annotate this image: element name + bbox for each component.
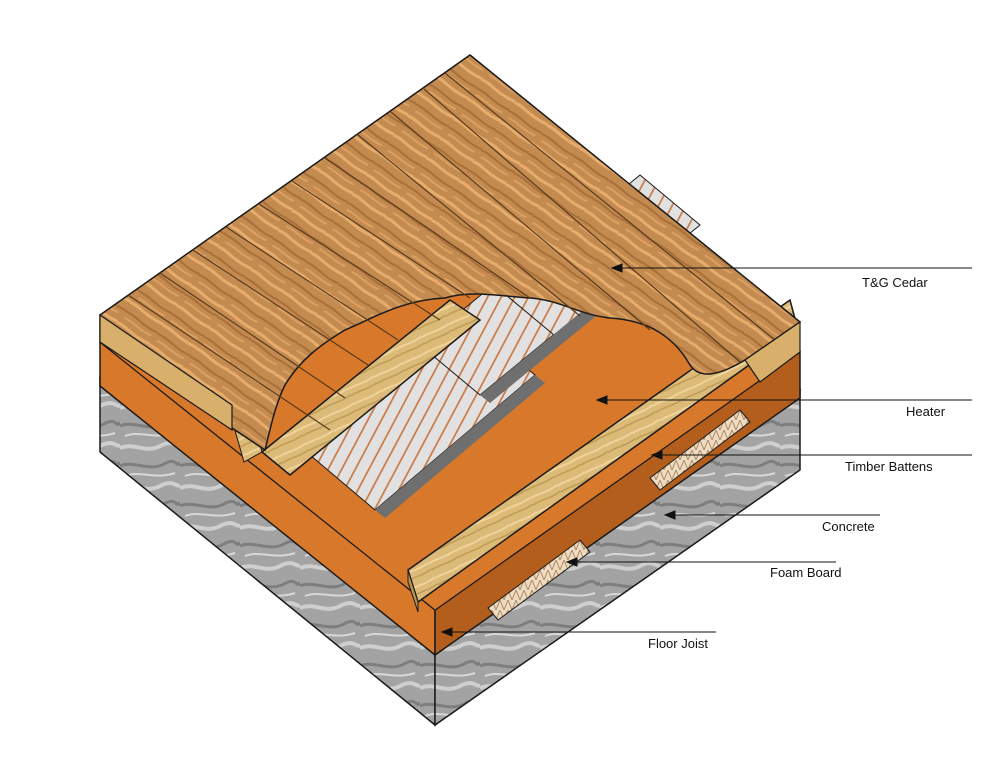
label-foam-board: Foam Board (770, 565, 842, 580)
label-floor-joist: Floor Joist (648, 636, 708, 651)
label-timber-battens: Timber Battens (845, 459, 933, 474)
label-concrete: Concrete (822, 519, 875, 534)
foam-boards (487, 409, 751, 621)
cedar-boards (99, 54, 802, 452)
leader-lines (440, 263, 972, 637)
cedar-board-lines (127, 72, 776, 431)
label-heater: Heater (906, 404, 946, 419)
label-tg-cedar: T&G Cedar (862, 275, 928, 290)
